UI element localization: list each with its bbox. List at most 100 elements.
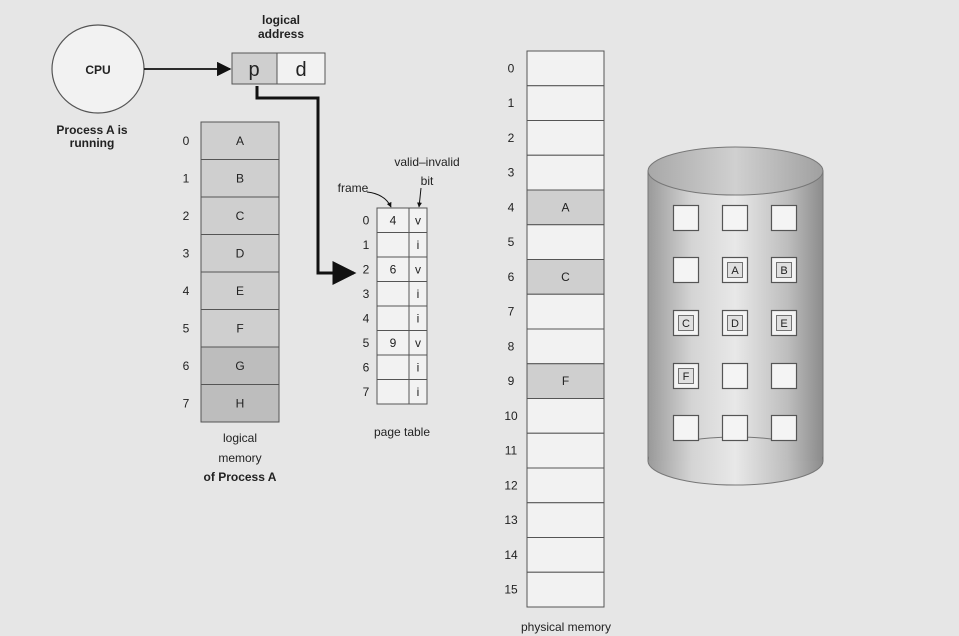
logical-memory-caption-line3: of Process A — [204, 470, 277, 484]
physical-memory-caption: physical memory — [521, 620, 611, 634]
page-table-index: 1 — [363, 238, 370, 252]
physical-frame-content: F — [562, 374, 569, 388]
disk-page-slot: D — [721, 309, 749, 337]
logical-memory-index: 7 — [183, 396, 190, 410]
physical-frame-index: 0 — [508, 61, 515, 75]
cpu: CPU — [51, 24, 145, 114]
physical-frame-index: 7 — [508, 305, 515, 319]
frame-cell — [376, 379, 410, 405]
physical-frame-index: 11 — [505, 444, 518, 458]
physical-frame-cell — [526, 120, 605, 156]
offset-field: d — [295, 59, 306, 81]
logical-memory-page: H — [236, 396, 245, 410]
valid-invalid-bit: v — [415, 336, 421, 350]
physical-frame-cell — [526, 224, 605, 260]
cpu-caption-line2: running — [70, 136, 115, 150]
page-lookup-arrow — [255, 86, 357, 285]
physical-frame-index: 14 — [504, 548, 518, 562]
cpu-label: CPU — [85, 63, 110, 77]
physical-frame: 12 — [504, 467, 605, 504]
disk-page-slot — [721, 362, 749, 390]
logical-memory-index: 6 — [183, 359, 190, 373]
logical-memory-cell — [200, 196, 280, 235]
logical-memory-caption-line2: memory — [218, 451, 261, 465]
physical-frame-cell — [526, 189, 605, 226]
disk-page-box — [678, 315, 694, 331]
disk-page-box — [776, 315, 792, 331]
disk-page-slot — [770, 414, 798, 442]
physical-frame-index: 5 — [508, 235, 515, 249]
physical-frame-cell — [526, 571, 605, 608]
disk-slot-box — [721, 414, 749, 442]
disk-page-box — [727, 262, 743, 278]
disk-slot-box — [770, 204, 798, 232]
valid-invalid-bit: i — [417, 238, 420, 252]
disk-slot-box — [672, 256, 700, 284]
disk-page-slot — [672, 414, 700, 442]
cpu-caption-line1: Process A is — [56, 123, 127, 137]
bit-header-pointer — [417, 187, 422, 208]
physical-frame-cell — [526, 50, 605, 87]
logical-memory-cell — [200, 271, 280, 310]
physical-frame-index: 6 — [508, 270, 515, 284]
frame-cell — [376, 354, 410, 380]
physical-frame-index: 13 — [504, 513, 518, 527]
valid-invalid-bit: i — [417, 385, 420, 399]
logical-address-title-line1: logical — [262, 13, 300, 27]
logical-memory-page: D — [236, 246, 245, 260]
physical-frame-cell — [526, 328, 605, 365]
physical-frame: 2 — [508, 120, 605, 156]
page-table-index: 4 — [363, 311, 370, 325]
physical-frame-index: 10 — [504, 409, 518, 423]
valid-invalid-bit: v — [415, 262, 421, 276]
page-table-caption: page table — [374, 425, 430, 439]
frame-header: frame — [338, 181, 369, 195]
disk-page-slot — [770, 204, 798, 232]
physical-frame-index: 8 — [508, 339, 515, 353]
frame-cell — [376, 256, 410, 282]
physical-frame-cell — [526, 259, 605, 295]
page-table-index: 3 — [363, 287, 370, 301]
physical-frame: 7 — [508, 293, 605, 330]
logical-memory-index: 2 — [183, 209, 190, 223]
disk-page-label: E — [780, 318, 787, 330]
frame-header-pointer — [366, 191, 392, 208]
disk-slot-box — [672, 414, 700, 442]
logical-memory-cell — [200, 384, 280, 423]
logical-memory-index: 1 — [183, 171, 190, 185]
disk-page-slot — [721, 414, 749, 442]
disk-page-slot — [672, 204, 700, 232]
physical-frame-cell — [526, 85, 605, 121]
physical-frame: 0 — [508, 50, 605, 87]
logical-memory-page: E — [236, 284, 244, 298]
frame-number: 4 — [390, 213, 397, 227]
logical-memory-cell — [200, 159, 280, 198]
disk-page-slot — [672, 256, 700, 284]
physical-frame-index: 4 — [508, 200, 515, 214]
disk-page-label: A — [731, 265, 739, 277]
page-table-index: 2 — [363, 262, 370, 276]
logical-memory-page: C — [236, 209, 245, 223]
logical-memory-cell — [200, 121, 280, 160]
logical-memory-index: 0 — [183, 134, 190, 148]
valid-bit-cell — [408, 379, 428, 405]
physical-frame: 13 — [504, 502, 605, 538]
disk-slot-box — [770, 414, 798, 442]
frame-cell — [376, 330, 410, 356]
